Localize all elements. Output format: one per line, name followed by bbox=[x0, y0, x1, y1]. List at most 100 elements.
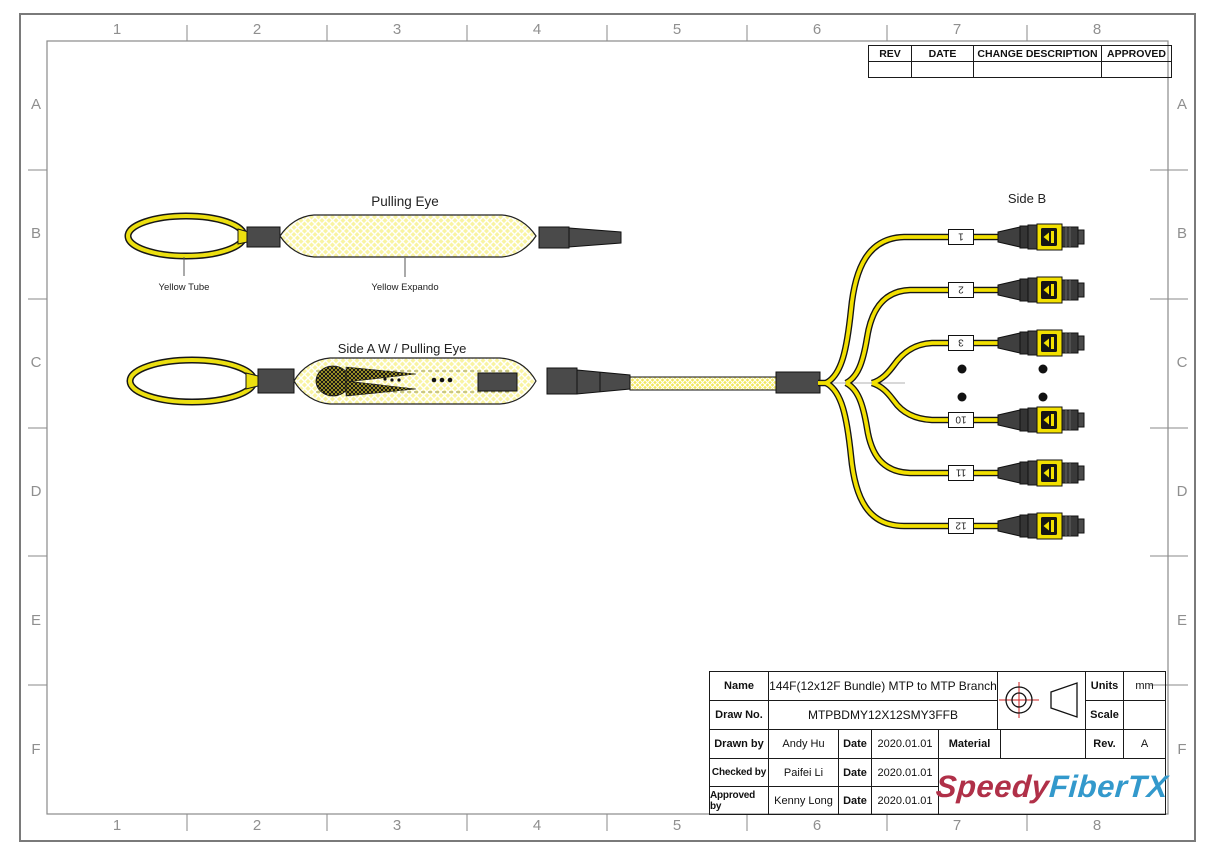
grid-col-label-top: 1 bbox=[112, 21, 122, 38]
grid-row-label-right: B bbox=[1176, 225, 1187, 242]
grid-row-label-right: E bbox=[1176, 612, 1187, 629]
logo-fibertx: FiberTX bbox=[1047, 768, 1170, 804]
grid-col-label-bottom: 1 bbox=[112, 817, 122, 834]
branch-number-labels: 1 2 3 10 11 12 bbox=[948, 229, 974, 534]
grid-col-label-bottom: 5 bbox=[672, 817, 682, 834]
grid-col-label-bottom: 8 bbox=[1092, 817, 1102, 834]
logo-speedy: Speedy bbox=[934, 768, 1051, 804]
mtp-connector-2 bbox=[997, 276, 1085, 304]
units-label: Units bbox=[1085, 671, 1124, 701]
mtp-connector-10 bbox=[997, 406, 1085, 434]
draw-no-value: MTPBDMY12X12SMY3FFB bbox=[768, 700, 998, 730]
checked-date-value: 2020.01.01 bbox=[871, 758, 939, 787]
projection-symbol-cell bbox=[997, 671, 1086, 730]
leader-lines bbox=[183, 257, 406, 277]
grid-row-label-left: D bbox=[30, 483, 42, 500]
logo-cell: SpeedyFiberTX bbox=[935, 758, 1169, 815]
yellow-tube-label: Yellow Tube bbox=[159, 282, 210, 293]
grid-row-label-right: C bbox=[1176, 354, 1188, 371]
branch-label-2: 2 bbox=[958, 284, 964, 295]
approved-by-label: Approved by bbox=[709, 786, 769, 815]
rev-header: REV bbox=[868, 45, 912, 62]
grid-row-label-left: B bbox=[30, 225, 41, 242]
draw-no-label: Draw No. bbox=[709, 700, 769, 730]
material-value bbox=[1000, 729, 1086, 759]
third-angle-projection-symbol bbox=[999, 682, 1078, 718]
grid-row-label-left: E bbox=[30, 612, 41, 629]
name-label: Name bbox=[709, 671, 769, 701]
expando-end-block bbox=[538, 226, 570, 249]
change-description-header: CHANGE DESCRIPTION bbox=[973, 45, 1102, 62]
checked-by-label: Checked by bbox=[709, 758, 769, 787]
grid-col-label-bottom: 7 bbox=[952, 817, 962, 834]
drawn-by-label: Drawn by bbox=[709, 729, 769, 759]
expando-end-block-a bbox=[546, 367, 578, 395]
mtp-connector-12 bbox=[997, 512, 1085, 540]
tube-clamp-block bbox=[246, 226, 281, 248]
grid-col-label-top: 4 bbox=[532, 21, 542, 38]
yellow-tube-loop bbox=[124, 212, 253, 260]
internal-fiber-lines bbox=[316, 370, 512, 393]
branch-label-1: 1 bbox=[958, 231, 964, 242]
rev-value: A bbox=[1123, 729, 1166, 759]
branch-label-11: 11 bbox=[955, 467, 966, 478]
pulling-eye-drawing: Pulling Eye Yellow Tube Yellow Expando bbox=[124, 194, 622, 293]
grid-row-label-right: F bbox=[1177, 741, 1187, 758]
grid-col-label-top: 3 bbox=[392, 21, 402, 38]
checked-by-value: Paifei Li bbox=[768, 758, 839, 787]
approved-by-value: Kenny Long bbox=[768, 786, 839, 815]
material-label: Material bbox=[938, 729, 1001, 759]
mtp-connector-11 bbox=[997, 459, 1085, 487]
grid-col-label-top: 8 bbox=[1092, 21, 1102, 38]
grid-col-label-top: 7 bbox=[952, 21, 962, 38]
side-a-drawing: Side A W / Pulling Eye bbox=[126, 341, 821, 406]
tube-clamp-block-a bbox=[257, 368, 295, 394]
speedyfibertx-logo: SpeedyFiberTX bbox=[935, 769, 1170, 805]
grid-row-label-right: A bbox=[1176, 96, 1187, 113]
date-header: DATE bbox=[911, 45, 974, 62]
name-value: 144F(12x12F Bundle) MTP to MTP Branch bbox=[768, 671, 998, 701]
pulling-eye-title: Pulling Eye bbox=[371, 194, 439, 209]
branch-label-12: 12 bbox=[955, 520, 967, 531]
grid-col-label-bottom: 3 bbox=[392, 817, 402, 834]
grid-row-label-left: C bbox=[30, 354, 42, 371]
revision-table: REV DATE CHANGE DESCRIPTION APPROVED bbox=[868, 45, 1172, 78]
grid-col-label-top: 6 bbox=[812, 21, 822, 38]
expando-end-taper bbox=[568, 227, 622, 248]
scale-value bbox=[1123, 700, 1166, 730]
grid-row-label-left: F bbox=[31, 741, 41, 758]
side-b-title: Side B bbox=[1008, 191, 1046, 206]
revision-empty-row bbox=[868, 61, 1172, 78]
fiber-dots bbox=[383, 377, 453, 383]
grid-row-label-right: D bbox=[1176, 483, 1188, 500]
yellow-expando-sock bbox=[279, 214, 537, 258]
units-value: mm bbox=[1123, 671, 1166, 701]
omitted-branches-dots bbox=[957, 364, 1048, 402]
mtp-connectors bbox=[997, 223, 1085, 540]
approved-date-value: 2020.01.01 bbox=[871, 786, 939, 815]
grid-col-label-top: 5 bbox=[672, 21, 682, 38]
trunk-cable bbox=[629, 376, 777, 391]
inner-ferrule-block bbox=[477, 372, 518, 392]
scale-label: Scale bbox=[1085, 700, 1124, 730]
grid-col-label-bottom: 6 bbox=[812, 817, 822, 834]
drawn-date-value: 2020.01.01 bbox=[871, 729, 939, 759]
grid-col-label-bottom: 4 bbox=[532, 817, 542, 834]
branch-label-3: 3 bbox=[958, 337, 964, 348]
approved-header: APPROVED bbox=[1101, 45, 1172, 62]
rev-label: Rev. bbox=[1085, 729, 1124, 759]
side-b-drawing: Side B bbox=[818, 191, 1085, 540]
drawn-by-value: Andy Hu bbox=[768, 729, 839, 759]
mtp-connector-3 bbox=[997, 329, 1085, 357]
grid-col-label-top: 2 bbox=[252, 21, 262, 38]
grid-row-label-left: A bbox=[30, 96, 41, 113]
date-label-3: Date bbox=[838, 786, 872, 815]
branch-cables bbox=[818, 233, 1000, 530]
sheet-border bbox=[19, 13, 1196, 842]
yellow-expando-label: Yellow Expando bbox=[371, 282, 438, 293]
date-label-2: Date bbox=[838, 758, 872, 787]
grid-col-label-bottom: 2 bbox=[252, 817, 262, 834]
date-label-1: Date bbox=[838, 729, 872, 759]
